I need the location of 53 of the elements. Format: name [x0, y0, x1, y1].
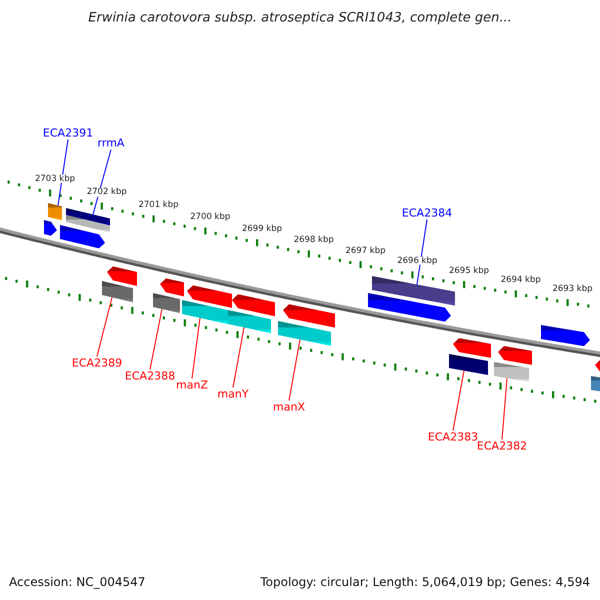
leader-line [96, 296, 112, 357]
gene-feature [153, 293, 180, 314]
leader-line [452, 370, 464, 431]
genome-info-text: Topology: circular; Length: 5,064,019 bp; Genes: 4,594 [260, 576, 590, 588]
scale-label: 2701 kbp [137, 200, 180, 210]
leader-line [502, 378, 508, 440]
gene-label: manX [273, 402, 305, 412]
gene-feature [60, 225, 105, 248]
gene-label: ECA2382 [476, 440, 528, 452]
scale-label: 2695 kbp [448, 266, 490, 275]
gene-label: ECA2383 [428, 432, 478, 442]
scale-label: 2700 kbp [189, 212, 232, 222]
gene-feature [48, 203, 62, 220]
gene-label: ECA2388 [124, 370, 176, 382]
gene-feature [541, 325, 590, 346]
scale-label: 2694 kbp [500, 276, 542, 284]
scale-label: 2698 kbp [292, 236, 335, 244]
gene-label: rrmA [98, 138, 124, 148]
gene-feature [102, 281, 133, 302]
gene-feature [107, 266, 137, 286]
leader-line [416, 219, 428, 285]
scale-label: 2702 kbp [86, 188, 128, 196]
gene-feature [182, 300, 228, 324]
gene-feature [232, 294, 275, 316]
scale-label: 2703 kbp [34, 174, 76, 184]
gene-feature [278, 321, 331, 346]
scale-label: 2696 kbp [396, 256, 438, 266]
scale-label: 2697 kbp [344, 246, 387, 255]
gene-feature [453, 338, 491, 358]
gene-feature [160, 278, 184, 296]
accession-text: Accession: NC_004547 [9, 576, 146, 588]
gene-feature [494, 362, 529, 382]
gene-label: ECA2384 [402, 208, 452, 218]
gene-feature [591, 376, 600, 394]
leader-line [232, 326, 244, 388]
gene-feature [44, 220, 57, 236]
gene-label: manZ [176, 380, 208, 390]
gene-feature [187, 285, 232, 308]
gene-label: ECA2389 [72, 358, 122, 368]
gene-feature [498, 346, 532, 365]
scale-label: 2699 kbp [240, 224, 284, 233]
gene-feature [449, 354, 488, 376]
chart-title: Erwinia carotovora subsp. atroseptica SCRI1043, complete gen... [88, 12, 512, 24]
gene-feature [283, 304, 335, 328]
gene-feature [368, 293, 451, 322]
gene-feature [228, 310, 271, 334]
gene-label: manY [217, 388, 249, 400]
scale-label: 2693 kbp [551, 284, 594, 293]
leader-line [150, 308, 162, 370]
gene-label: ECA2391 [42, 128, 94, 138]
leader-line [288, 339, 300, 401]
gene-feature [372, 276, 455, 306]
gene-feature [66, 208, 110, 233]
